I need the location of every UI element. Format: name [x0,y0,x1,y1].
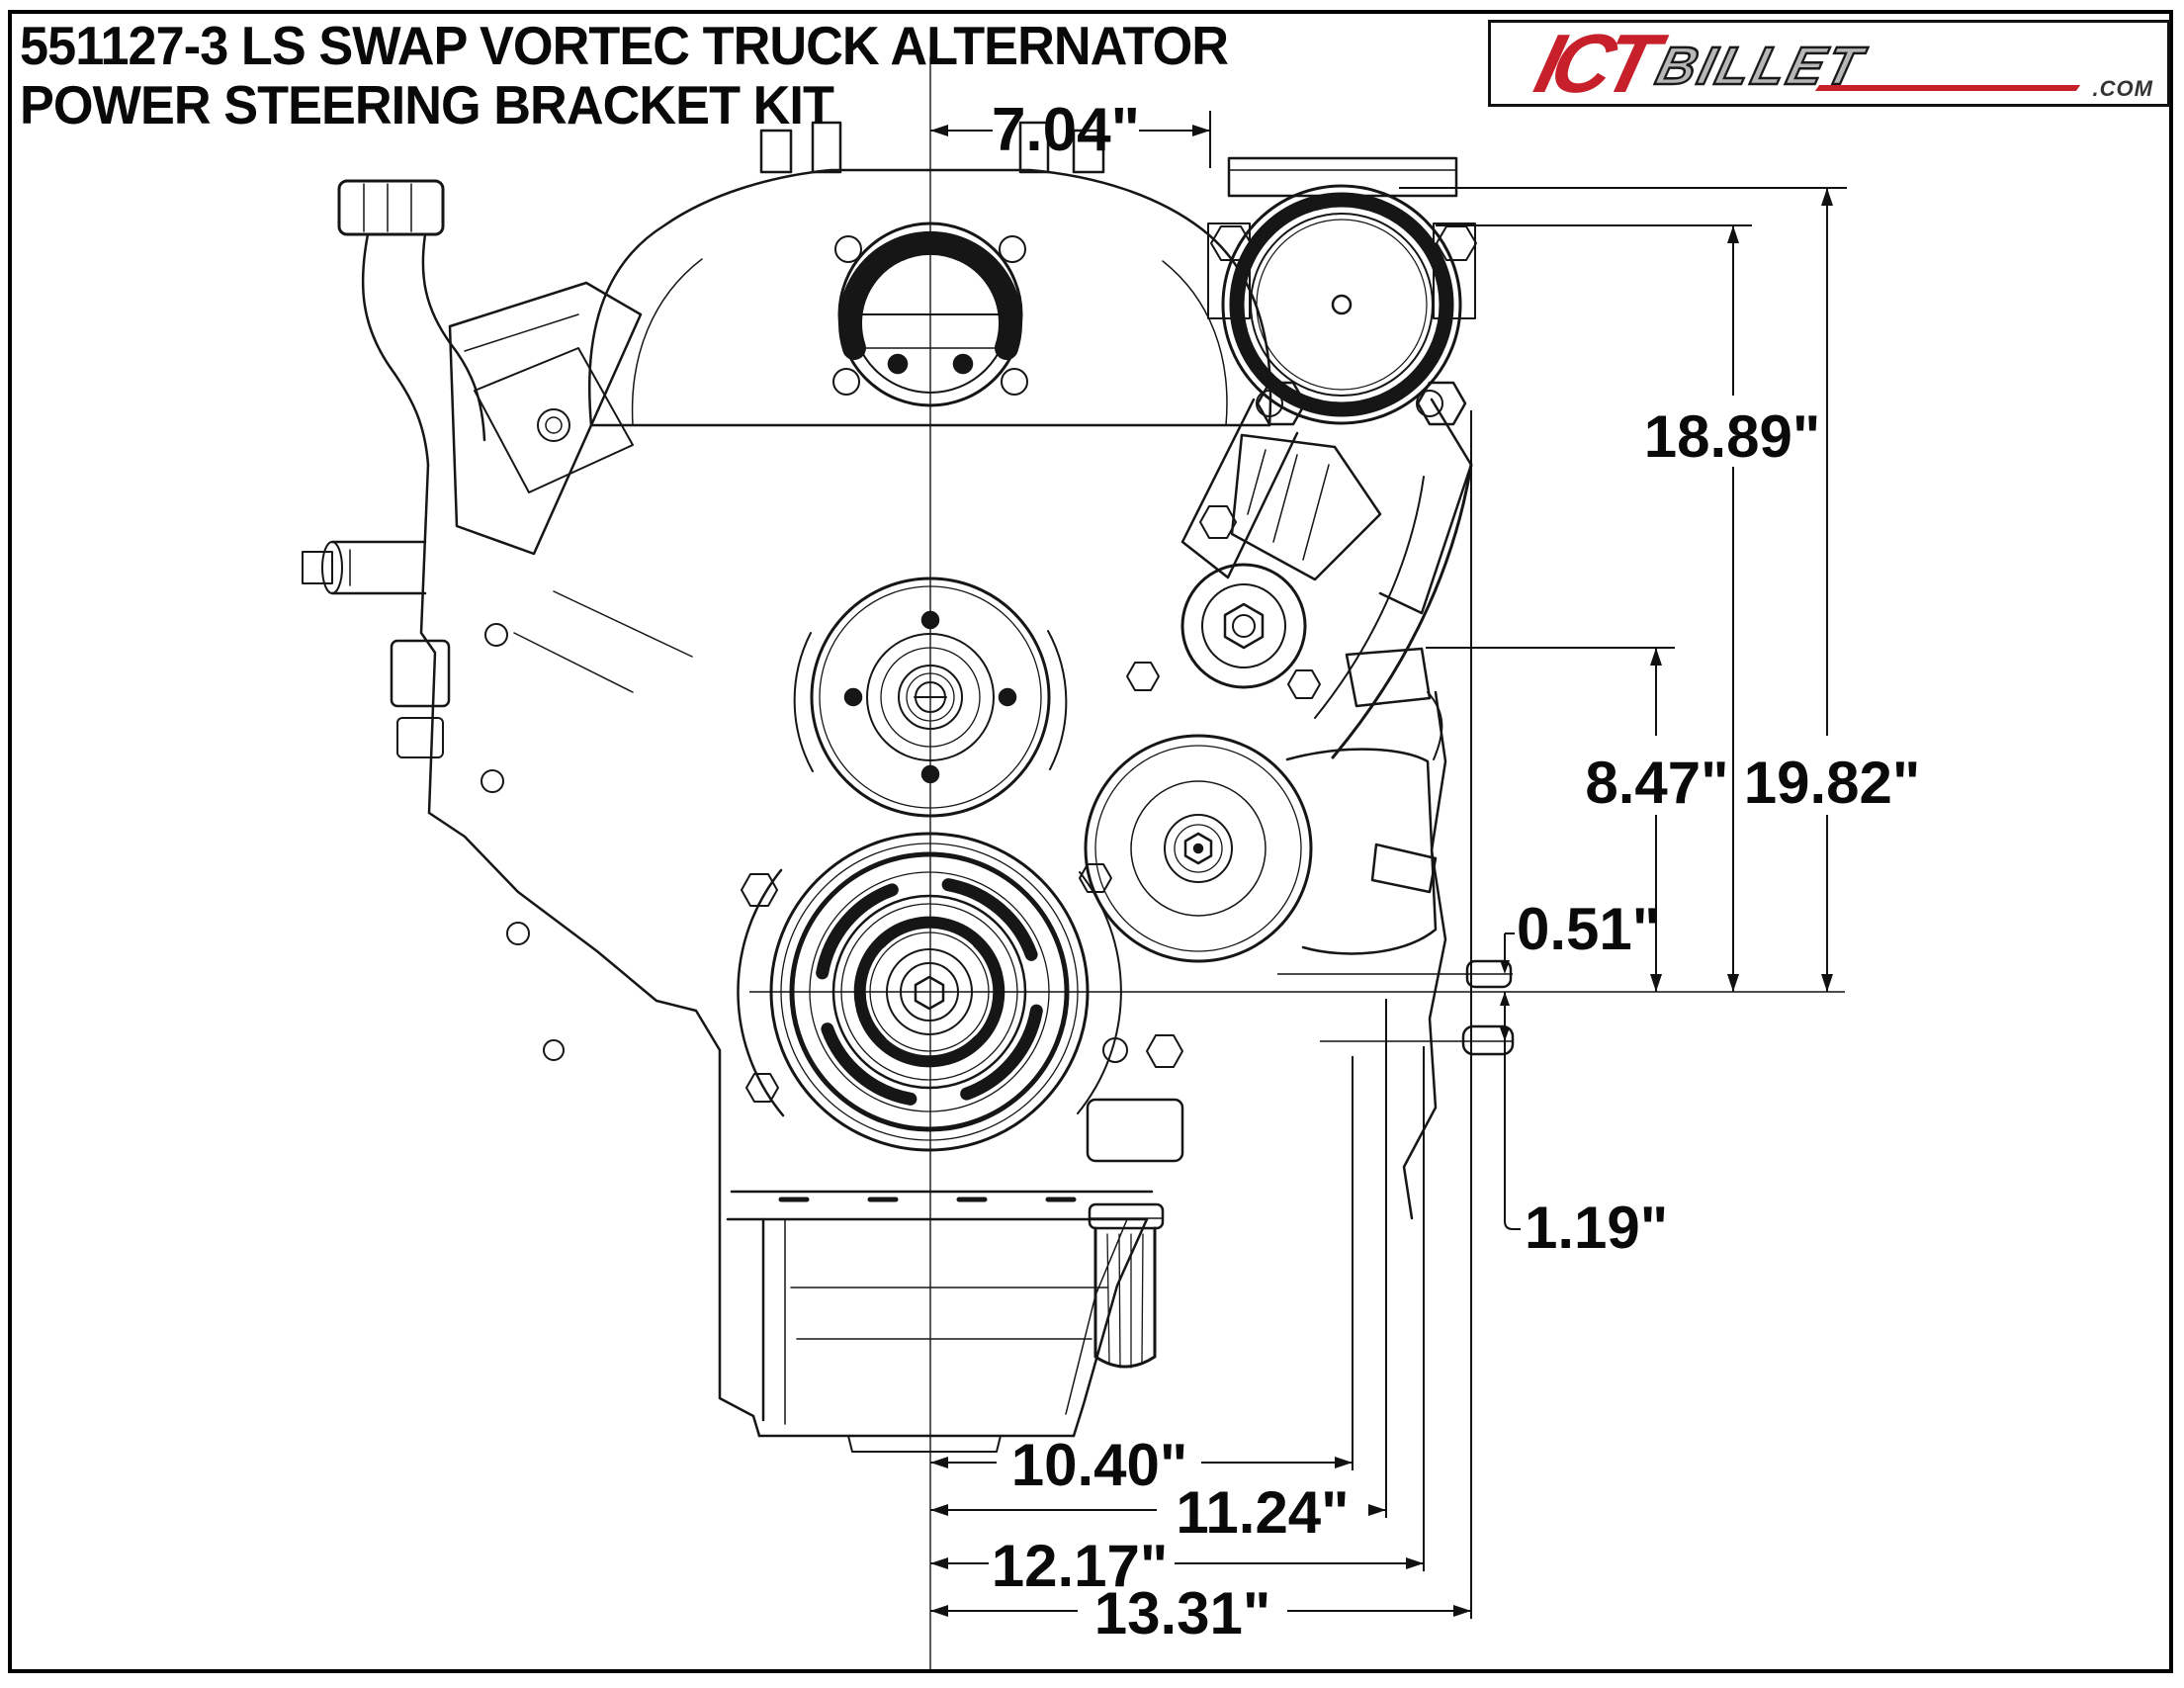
arrow-up [1821,188,1833,206]
arrow-right [1453,1605,1471,1617]
left-valve-cover [448,281,643,556]
arrow-right [1335,1457,1353,1468]
title-line-1: 551127-3 LS SWAP VORTEC TRUCK ALTERNATOR [20,15,1229,76]
arrow-right [1368,1504,1386,1516]
drawing-border [8,10,2173,1673]
arrow-left [930,1504,948,1516]
arrow-down [1727,974,1739,992]
power-steering-pulley [1084,734,1313,963]
arrow-up [1727,225,1739,243]
arrow-down [1500,960,1510,974]
drawing-title: 551127-3 LS SWAP VORTEC TRUCK ALTERNATOR… [20,15,1229,135]
arrow-left [930,125,948,136]
dim-label-19-82: 19.82" [1744,750,1921,816]
arrow-right [1192,125,1210,136]
crank-pulley [737,832,1122,1152]
dimension-1-19 [1320,992,1521,1230]
arrow-right [1406,1557,1424,1569]
dim-label-11-24: 11.24" [1176,1479,1349,1546]
oil-pan [726,1190,1154,1453]
dimension-13-31 [930,410,1472,1619]
arrow-up [1500,992,1510,1006]
arrow-down [1500,1027,1510,1041]
dimension-19-82 [1399,187,1847,992]
water-pump-pulley [793,577,1068,818]
tensioner-pulley [1180,505,1321,699]
dimension-7-04 [930,111,1211,168]
engine-drawing [302,56,1515,1670]
dim-label-7-04: 7.04" [992,96,1140,164]
water-inlet-fitting [302,540,427,595]
title-line-2: POWER STEERING BRACKET KIT [20,74,834,135]
engine-block [390,463,1447,1438]
arrow-left [930,1457,948,1468]
alternator [1180,156,1477,759]
arrow-left [930,1557,948,1569]
power-steering-pump [1084,647,1515,1056]
dim-label-8-47: 8.47" [1585,750,1728,816]
ict-billet-logo: ICT BILLET .COM [1488,20,2170,107]
oil-fill-cap [337,179,486,467]
dimension-11-24 [930,999,1387,1518]
arrow-down [1821,974,1833,992]
dim-label-13-31: 13.31" [1094,1580,1271,1646]
dimension-18-89 [1436,224,1752,992]
logo-ict-text: ICT [1527,20,1661,107]
dim-label-10-40: 10.40" [1011,1432,1188,1498]
dimension-annotations [749,111,1847,1619]
dim-label-1-19: 1.19" [1525,1195,1668,1261]
dim-label-12-17: 12.17" [992,1533,1169,1599]
dimension-12-17 [930,1046,1425,1571]
logo-red-bar [1814,85,2081,91]
dim-label-18-89: 18.89" [1644,403,1821,470]
dimension-8-47 [1426,647,1675,992]
logo-com-text: .COM [2092,76,2153,101]
arrow-left [930,1605,948,1617]
right-valve-cover [1230,433,1382,581]
dim-label-0-51: 0.51" [1517,896,1660,962]
arrow-down [1650,974,1662,992]
oil-filter [1086,1034,1184,1369]
dimension-10-40 [930,1056,1354,1470]
arrow-up [1650,648,1662,666]
logo-inner: ICT BILLET .COM [1491,23,2167,104]
alternator-pulley [1221,184,1462,425]
dimension-0-51 [1277,933,1515,975]
throttle-body [832,222,1028,407]
